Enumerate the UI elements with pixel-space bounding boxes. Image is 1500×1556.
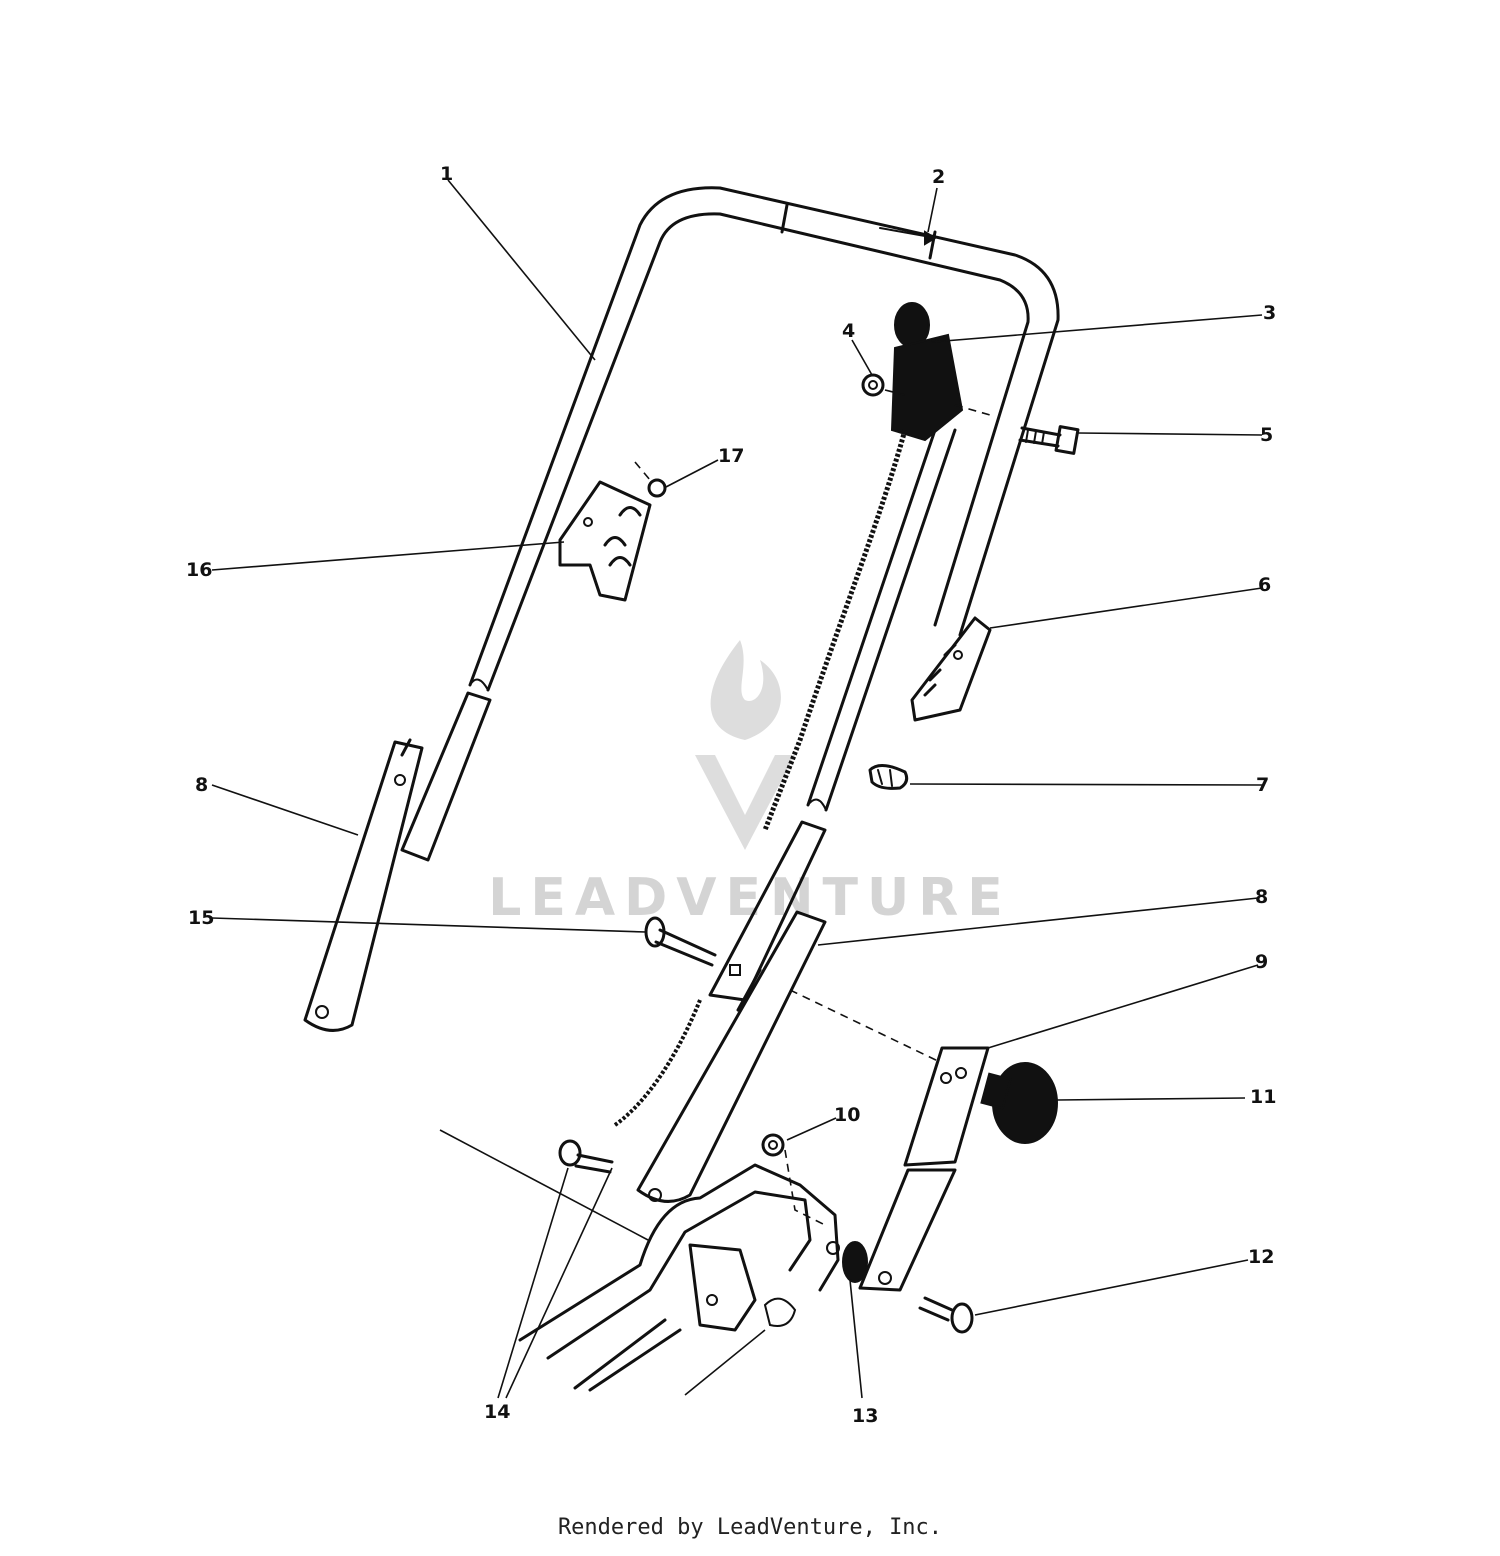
callout-14: 14 [484,1401,510,1423]
callout-15: 15 [188,907,214,929]
callout-3: 3 [1263,302,1276,324]
callout-labels: 1 2 3 4 5 6 7 8 8 9 10 11 12 13 14 15 16… [186,163,1276,1427]
watermark-text: LEADVENTURE [488,868,1012,928]
bolt-5 [1018,425,1080,455]
lower-handle-right [613,820,827,1203]
callout-11: 11 [1250,1086,1276,1108]
callout-8-right: 8 [1255,886,1268,908]
callout-2: 2 [932,166,945,188]
watermark: LEADVENTURE [488,640,1012,928]
callout-6: 6 [1258,574,1271,596]
upper-handle [468,186,1060,812]
leader-lines [211,179,1263,1399]
bolt-14 [558,1139,614,1174]
callout-13: 13 [852,1405,878,1427]
throttle-control [762,302,964,831]
bolt-12 [918,1296,974,1334]
nut-10 [761,1133,826,1226]
watermark-flame-icon [710,640,781,740]
footer-credit: Rendered by LeadVenture, Inc. [557,1515,943,1540]
bracket-9 [789,989,990,1292]
callout-7: 7 [1256,774,1269,796]
screw-17 [634,461,667,498]
callout-17: 17 [718,445,744,467]
callout-10: 10 [834,1104,860,1126]
washer-13 [842,1241,868,1283]
cable-bracket-16 [558,480,652,602]
callout-1: 1 [440,163,453,185]
clip-7 [868,764,909,790]
callout-9: 9 [1255,951,1268,973]
callout-8-left: 8 [195,774,208,796]
callout-16: 16 [186,559,212,581]
nut-4 [861,373,991,416]
callout-5: 5 [1260,424,1273,446]
handle-decal [879,227,937,246]
knob-11 [980,1062,1058,1144]
cable-bracket-6 [910,616,992,722]
mower-deck [518,1163,840,1392]
callout-12: 12 [1248,1246,1274,1268]
watermark-v-icon [695,755,795,850]
callout-4: 4 [842,320,855,342]
lower-handle-left [303,691,492,1032]
